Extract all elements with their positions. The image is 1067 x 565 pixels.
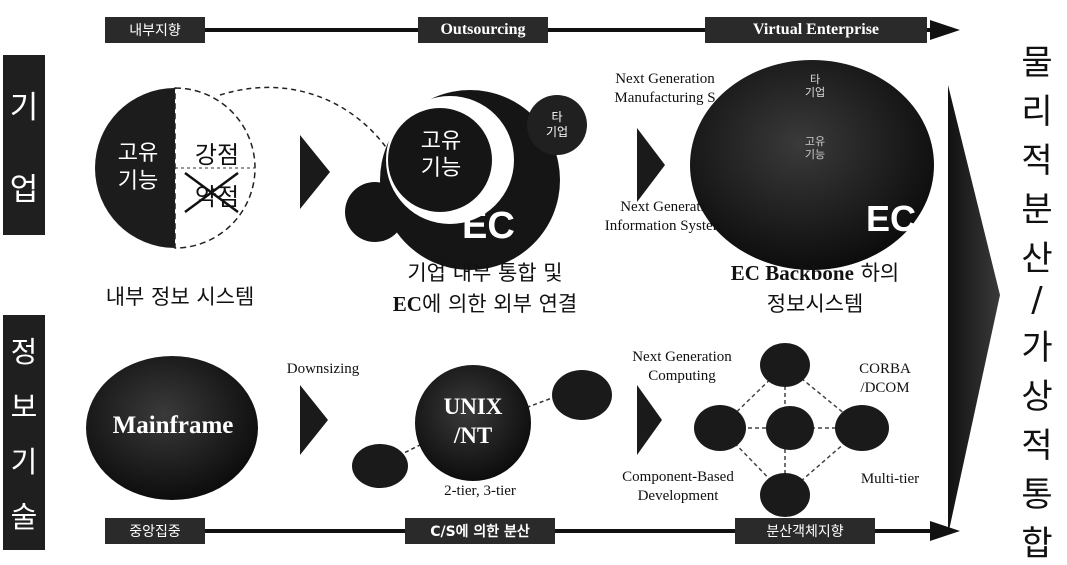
side-label-char: 정 [10,335,38,370]
cs-client-node [352,444,408,488]
corba-label: CORBA /DCOM [859,361,911,396]
title-char: 적 [1021,141,1053,181]
stage-label-internal: 내부지향 [105,17,205,43]
unix-label: UNIX /NT [443,394,503,448]
stage2-caption: 기업 내부 통합 및 EC에 의한 외부 연결 [392,261,578,316]
stage-label-distributed-object: 분산객체지향 [735,518,875,544]
title-char: 분 [1021,190,1053,230]
stage1-caption: 내부 정보 시스템 [105,285,255,309]
downsizing-label: Downsizing [286,361,360,377]
stage1-weakness-label: 약점 [194,183,240,211]
title-char: 리 [1021,92,1053,132]
stage-label-centralized: 중앙집중 [105,518,205,544]
stage2-ec-label: EC [462,205,515,247]
tier-label: 2-tier, 3-tier [444,483,516,499]
side-label-char: 기 [9,89,39,126]
side-label-char: 보 [10,390,38,425]
object-node [760,473,810,517]
title-char: / [1031,280,1043,320]
stage1-strength-label: 강점 [194,141,240,169]
side-label-char: 술 [10,499,38,534]
step-arrow-it-2 [637,385,662,455]
mainframe-ellipse [86,356,258,500]
ngms-label: Next Generation Manufacturing S [614,71,716,106]
stage3-circle [690,60,934,270]
title-char: 가 [1021,328,1053,368]
object-node [766,406,814,450]
stage-label-outsourcing: Outsourcing [418,17,548,43]
stage2-core-label: 고유 기능 [420,129,462,181]
step-arrow-2 [637,128,665,202]
unix-ellipse [415,365,531,481]
step-arrow-it-1 [300,385,328,455]
object-node [694,405,746,451]
title-char: 물 [1021,43,1053,83]
object-node [760,343,810,387]
bottom-timeline-arrowhead [930,521,960,541]
ngc-label: Next Generation Computing [632,349,732,384]
step-arrow-1 [300,135,330,209]
stage3-inner-partner-label: 타 기업 [804,73,826,99]
multitier-label: Multi-tier [860,471,920,487]
object-node [835,405,889,451]
stage-label-cs-distributed: C/S에 의한 분산 [405,518,555,544]
right-vertical-title: 물 리 적 분 산 / 가 상 적 통 합 [1010,35,1064,564]
dashed-connector [219,86,401,171]
cbd-label: Component-Based Development [622,469,734,504]
side-label-char: 업 [9,171,39,208]
partner-circle [527,95,587,155]
side-label-enterprise: 기 업 [3,55,45,235]
title-char: 통 [1021,475,1053,515]
title-char: 적 [1021,426,1053,466]
stage2-partner-label: 타 기업 [545,110,569,139]
stage1-circle [95,87,256,249]
ngis-label: Next Generati Information Systen [604,199,721,234]
mainframe-label: Mainframe [112,412,234,439]
title-char: 상 [1021,377,1053,417]
stage3-caption: EC Backbone 하의 정보시스템 [730,261,900,316]
top-timeline-arrowhead [930,20,960,40]
cs-server-node [552,370,612,420]
stage1-core-label: 고유 기능 [117,141,159,194]
big-right-arrow [948,85,1000,535]
side-label-char: 기 [10,444,38,479]
side-label-it: 정 보 기 술 [3,315,45,550]
stage2-shape [345,90,587,270]
title-char: 합 [1021,524,1053,564]
stage-label-virtual-enterprise: Virtual Enterprise [705,17,927,43]
title-char: 산 [1021,239,1053,279]
stage3-ec-label: EC [866,198,917,239]
stage3-inner-core-label: 고유 기능 [804,135,826,161]
